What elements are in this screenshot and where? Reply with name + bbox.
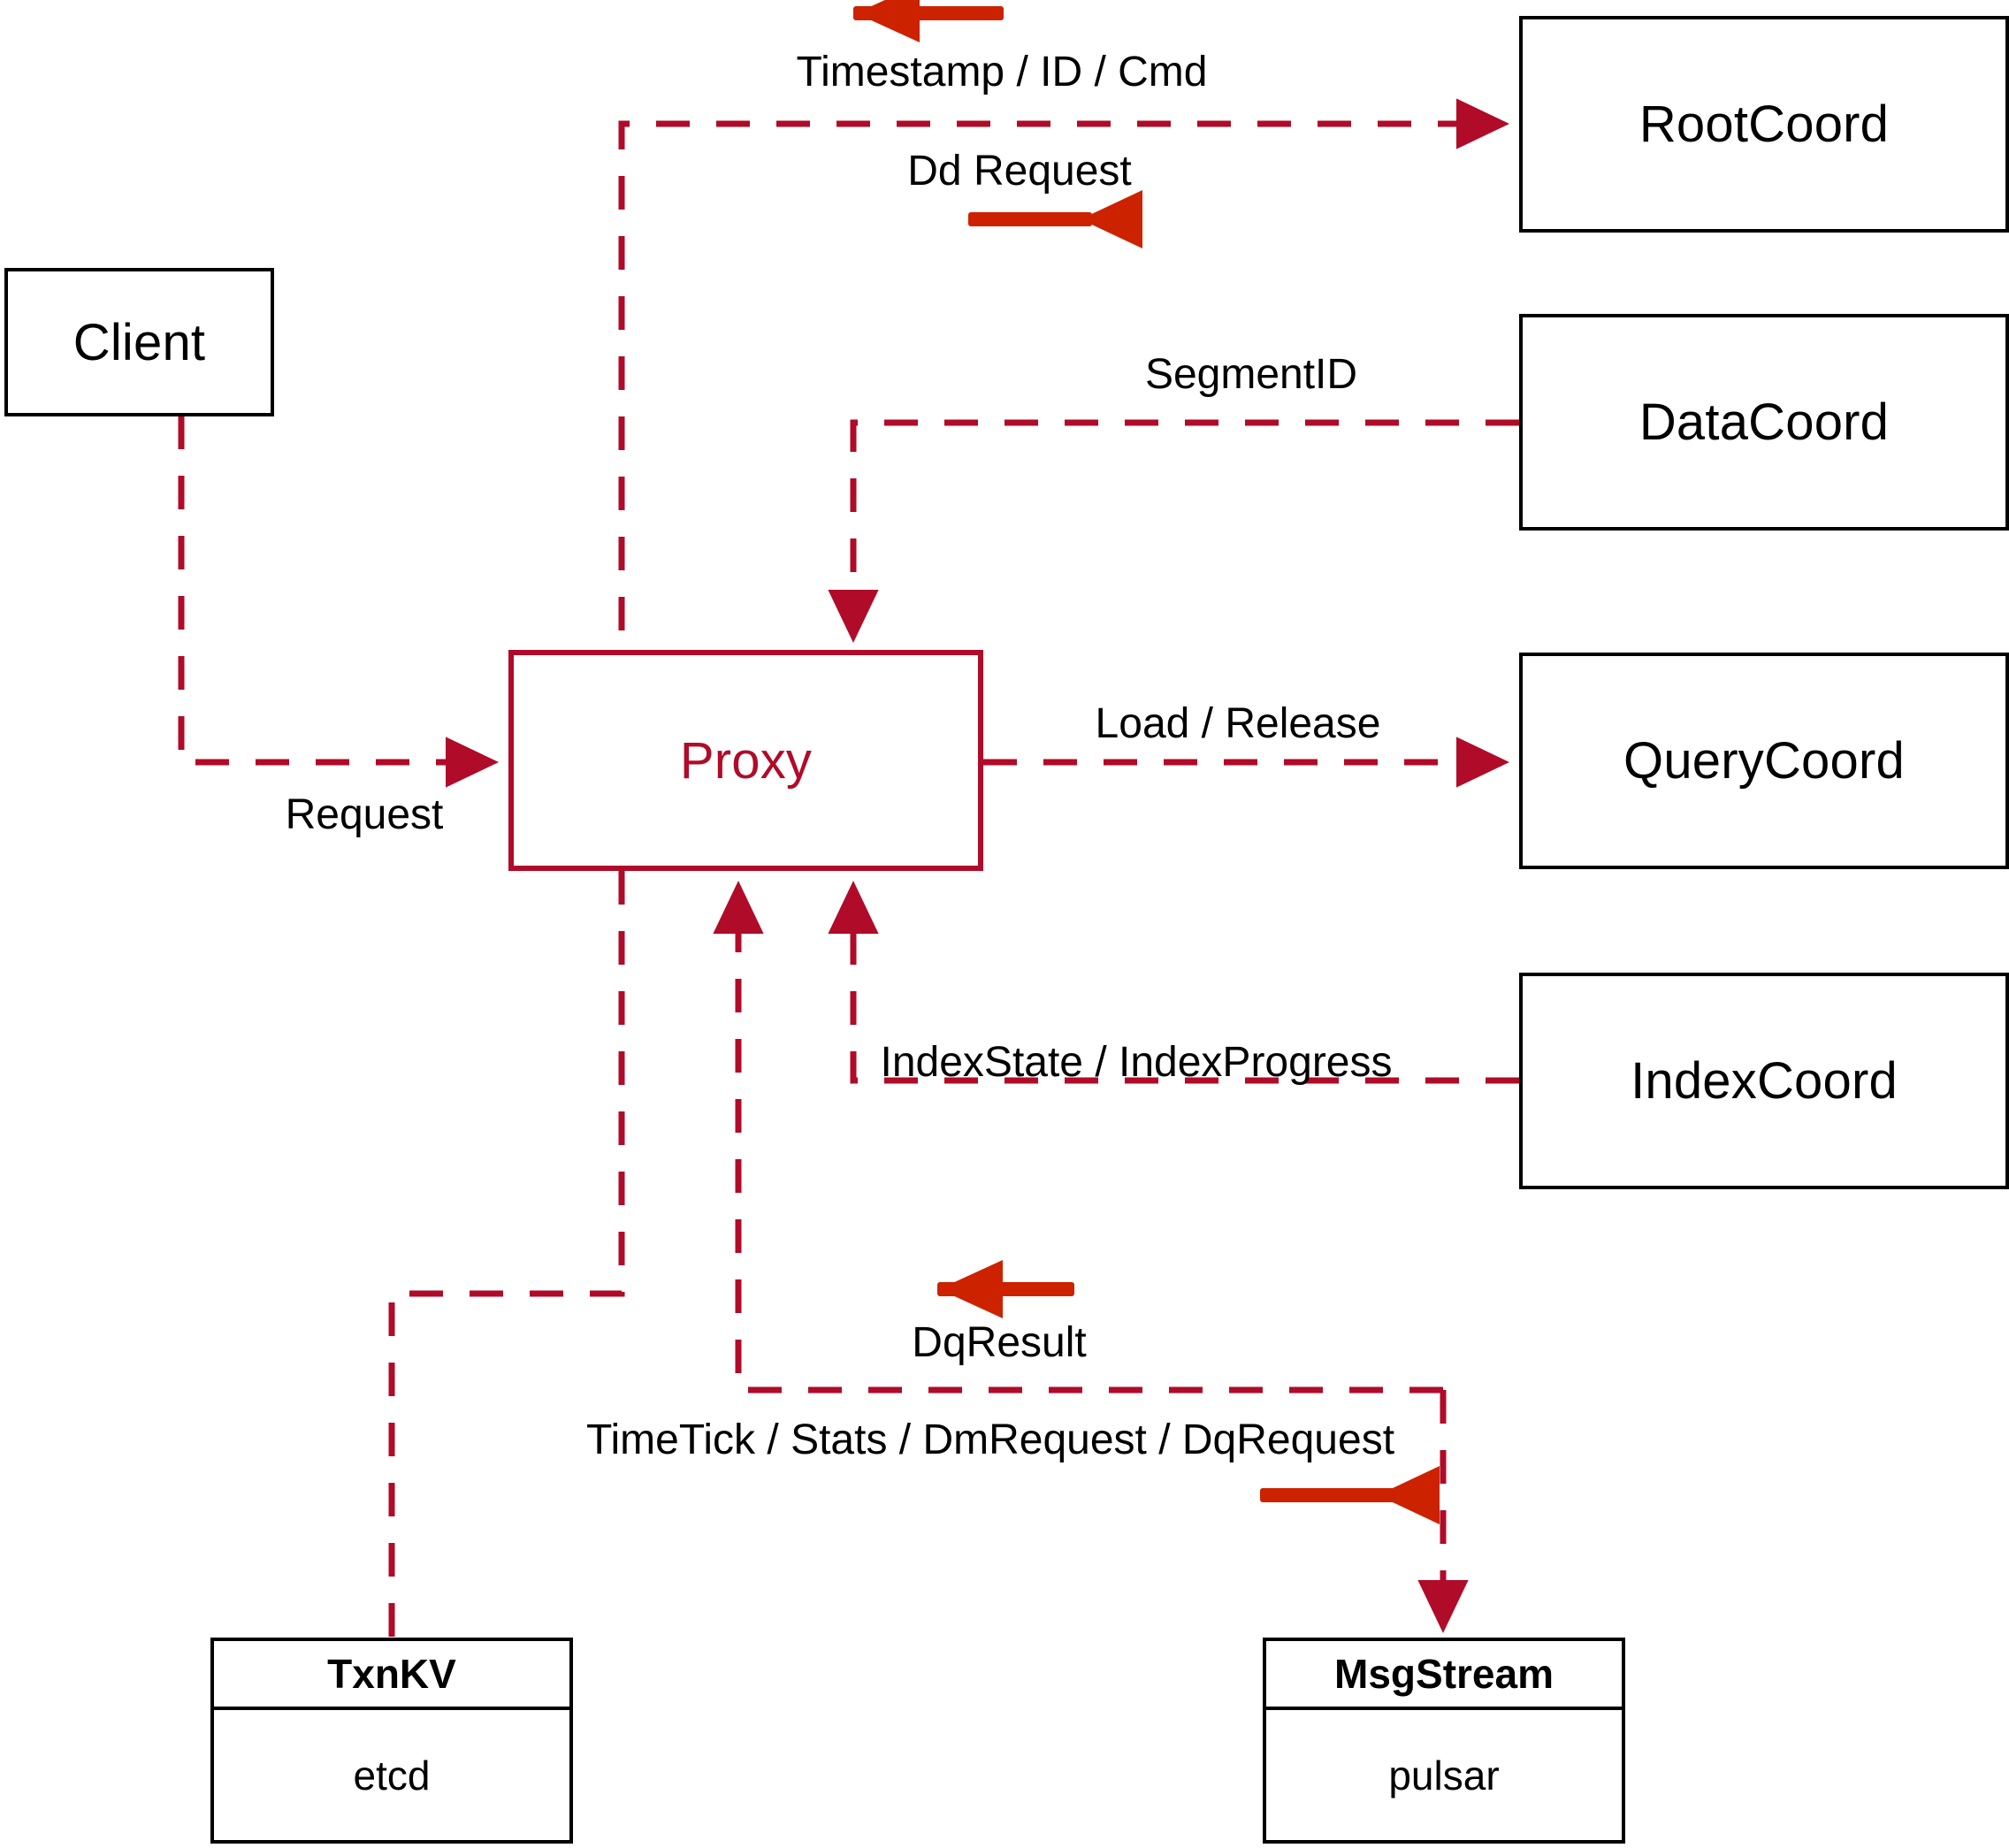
edge-label-load-release: Load / Release (1095, 700, 1381, 747)
direction-arrow-timestamp (853, 0, 1004, 42)
node-rootcoord[interactable]: RootCoord (1519, 16, 2009, 233)
node-msgstream-body: pulsar (1388, 1752, 1500, 1798)
node-client[interactable]: Client (4, 268, 274, 416)
direction-arrow-timetick (1260, 1466, 1440, 1524)
edge-label-segment-id: SegmentID (1144, 351, 1358, 398)
node-txnkv-header: TxnKV (214, 1641, 569, 1710)
node-proxy-label: Proxy (679, 731, 813, 790)
node-datacoord[interactable]: DataCoord (1519, 314, 2009, 531)
node-querycoord-label: QueryCoord (1623, 732, 1905, 790)
wire-client-proxy (178, 416, 500, 788)
wire-proxy-txnkv (388, 871, 625, 1638)
edge-label-timetick-stats: TimeTick / Stats / DmRequest / DqRequest (585, 1417, 1395, 1463)
node-rootcoord-label: RootCoord (1639, 95, 1890, 153)
direction-arrow-dd-request (968, 190, 1142, 248)
node-txnkv[interactable]: TxnKV etcd (210, 1638, 573, 1844)
direction-arrow-dqresult (937, 1260, 1074, 1318)
node-client-label: Client (73, 313, 206, 371)
node-txnkv-body: etcd (353, 1752, 431, 1798)
wire-msgstream-proxy (713, 880, 1443, 1394)
wire-datacoord-proxy (828, 419, 1519, 644)
node-indexcoord-label: IndexCoord (1631, 1052, 1898, 1110)
edge-label-index-state-progress: IndexState / IndexProgress (880, 1039, 1393, 1086)
edge-label-dd-request: Dd Request (907, 148, 1132, 195)
node-querycoord[interactable]: QueryCoord (1519, 653, 2009, 869)
node-msgstream-header: MsgStream (1266, 1641, 1622, 1710)
edge-label-request: Request (285, 791, 444, 838)
node-indexcoord[interactable]: IndexCoord (1519, 973, 2009, 1189)
edge-label-dq-result: DqResult (912, 1319, 1087, 1366)
edge-label-timestamp-id-cmd: Timestamp / ID / Cmd (796, 49, 1208, 95)
node-datacoord-label: DataCoord (1639, 393, 1890, 451)
node-msgstream[interactable]: MsgStream pulsar (1263, 1638, 1625, 1844)
node-proxy[interactable]: Proxy (508, 650, 983, 871)
